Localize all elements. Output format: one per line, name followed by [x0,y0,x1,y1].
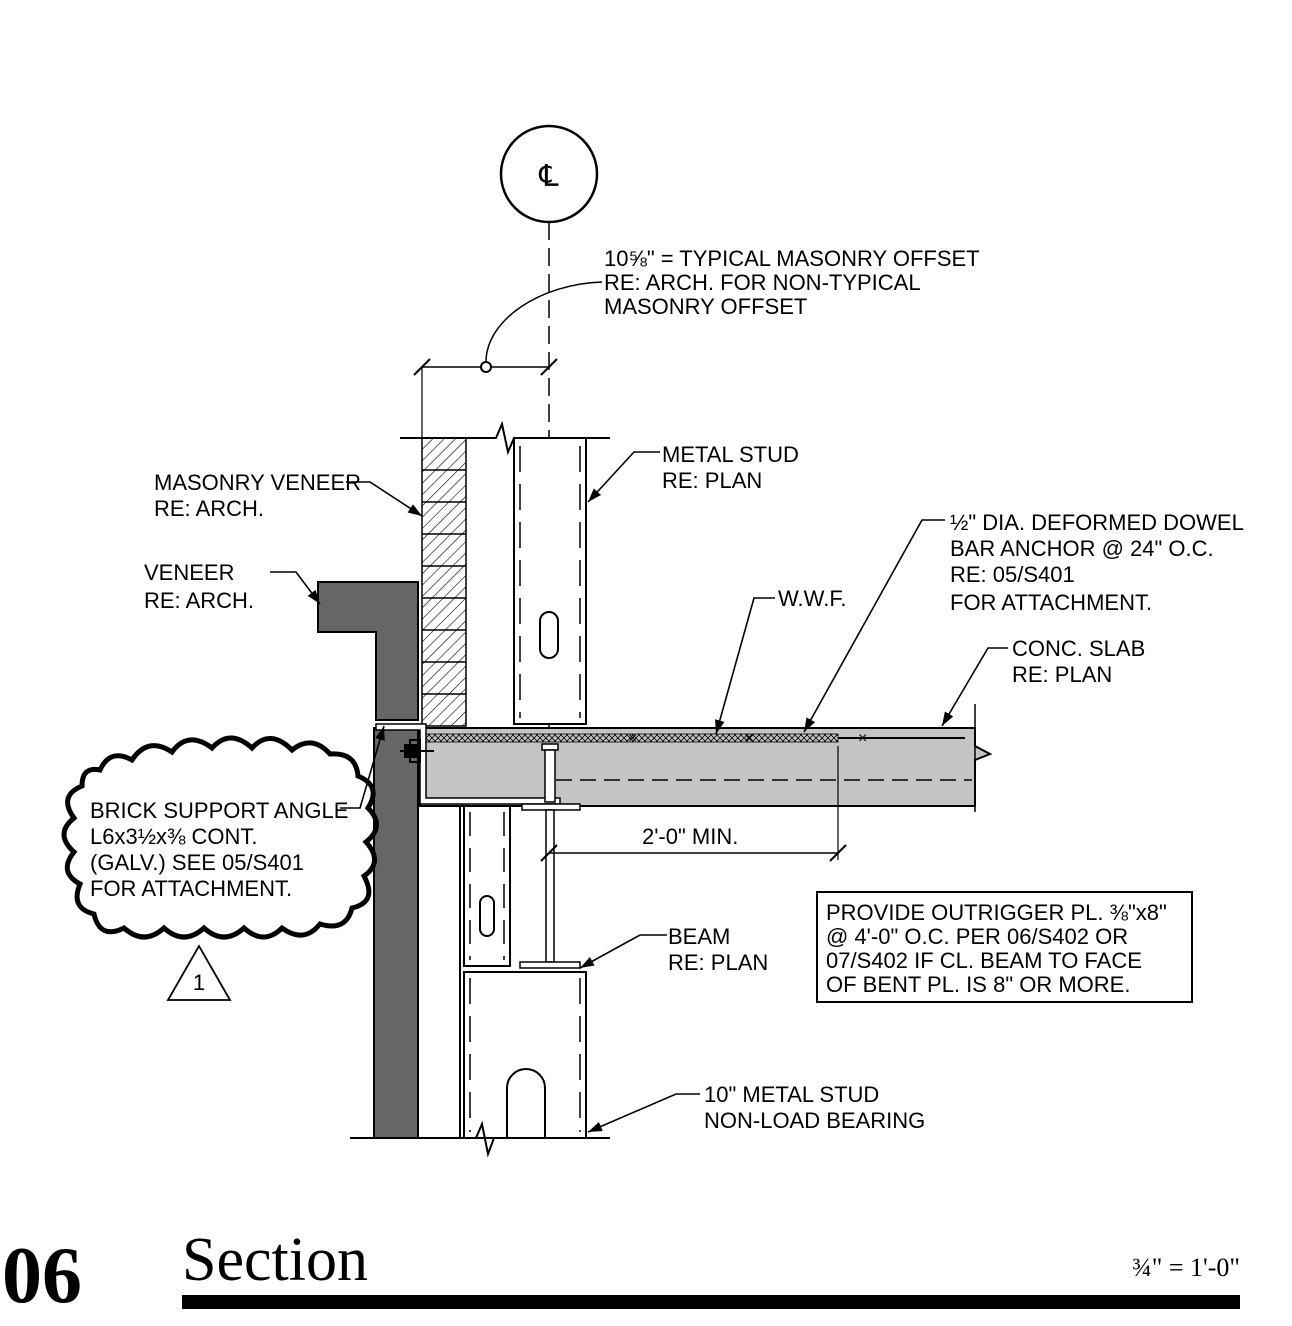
brick-support-angle [375,723,561,805]
revision-triangle: 1 [166,944,232,1001]
revision-cloud [61,735,379,940]
outrigger-label: PROVIDE OUTRIGGER PL. ⅜"x8" @ 4'-0" O.C.… [826,900,1173,997]
upper-metal-stud [513,437,587,725]
title-underline [182,1295,1240,1309]
concrete-slab: × × × [419,704,993,812]
leaders [270,451,1008,1133]
offset-dimension [413,281,603,438]
conc-slab-label: CONC. SLAB RE: PLAN [1012,636,1151,687]
masonry-veneer [421,437,467,727]
outrigger-note-box [816,891,1193,1003]
title-block: 06 Section ¾" = 1'-0" [2,1226,1240,1320]
offset-label: 10⅝" = TYPICAL MASONRY OFFSET RE: ARCH. … [604,246,986,319]
revision-number: 1 [193,970,205,995]
wwf-label: W.W.F. [778,586,846,611]
lower-veneer [373,727,419,1139]
dowel-label: ½" DIA. DEFORMED DOWEL BAR ANCHOR @ 24" … [950,510,1250,615]
min-dimension-label: 2'-0" MIN. [642,824,738,849]
detail-number: 06 [2,1232,82,1320]
bottom-break-line [350,1120,610,1158]
detail-title: Section [182,1226,368,1294]
metal-stud-10-label: 10" METAL STUD NON-LOAD BEARING [704,1082,925,1133]
veneer-label: VENEER RE: ARCH. [144,560,254,613]
svg-text:×: × [628,730,637,747]
svg-text:×: × [744,730,753,747]
metal-stud-label: METAL STUD RE: PLAN [662,442,805,493]
svg-text:×: × [858,730,867,747]
lower-metal-stud [463,805,587,1139]
masonry-veneer-label: MASONRY VENEER RE: ARCH. [154,470,367,521]
centerline-symbol: ℄ [538,160,559,193]
brick-angle-label: BRICK SUPPORT ANGLE L6x3½x⅜ CONT. (GALV.… [90,798,355,901]
beam-label: BEAM RE: PLAN [668,924,768,975]
dowel-anchor [541,743,559,803]
detail-scale: ¾" = 1'-0" [1132,1253,1240,1282]
veneer-block [317,581,419,721]
min-dimension [540,746,847,862]
steel-beam [519,803,581,969]
